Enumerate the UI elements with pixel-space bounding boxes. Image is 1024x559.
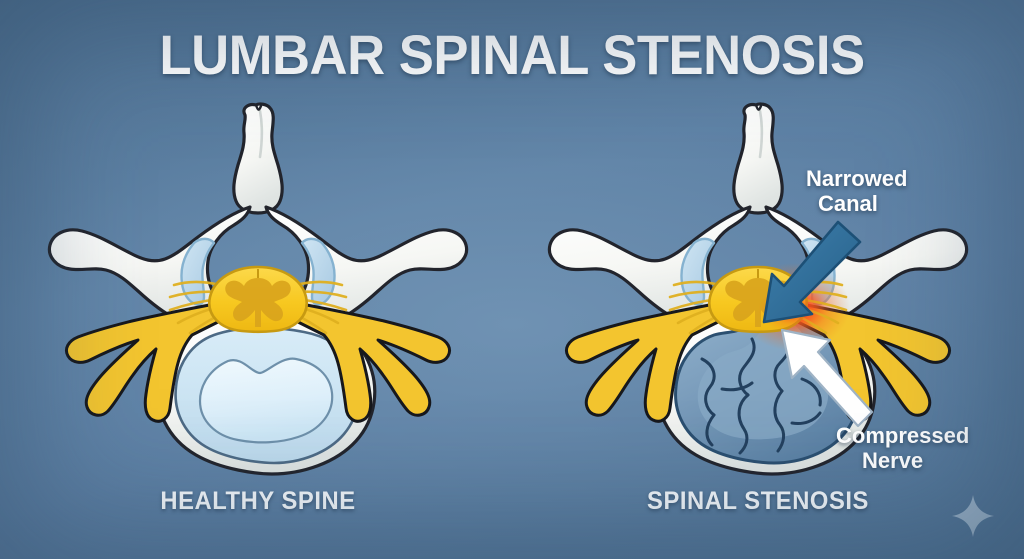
- sparkle-icon: [952, 495, 994, 537]
- healthy-disc-nucleus: [198, 357, 334, 444]
- callout-compressed-line2: Nerve: [862, 448, 924, 474]
- callout-narrowed-line2: Canal: [818, 191, 878, 217]
- stenosis-spinal-cord: [668, 265, 848, 335]
- degenerated-disc-core: [697, 326, 829, 440]
- caption-healthy-spine: HEALTHY SPINE: [160, 487, 356, 515]
- healthy-disc: [174, 326, 360, 465]
- healthy-spinal-cord: [168, 265, 348, 335]
- callout-narrowed-canal: Narrowed Canal: [806, 166, 907, 216]
- disc-fissures: [700, 331, 822, 455]
- compressed-nerve-arrow: [780, 328, 874, 428]
- callout-narrowed-line1: Narrowed: [806, 166, 908, 191]
- stenosis-vertebra-figure: [547, 102, 969, 476]
- page-title: LUMBAR SPINAL STENOSIS: [159, 23, 865, 86]
- callout-compressed-line1: Compressed: [836, 423, 970, 448]
- callout-compressed-nerve: Compressed Nerve: [836, 423, 969, 473]
- caption-spinal-stenosis: SPINAL STENOSIS: [647, 487, 869, 515]
- inflammation-glow: [738, 263, 850, 351]
- compression-point: [758, 285, 826, 333]
- disc-bulge-highlight: [774, 317, 806, 341]
- stenosis-bone: [547, 102, 969, 476]
- healthy-bone: [47, 102, 469, 476]
- stenosis-nerve-roots: [564, 301, 952, 423]
- degenerated-disc: [674, 307, 860, 465]
- healthy-vertebra-figure: [47, 102, 469, 476]
- healthy-nerve-roots: [64, 301, 452, 423]
- narrowed-canal-arrow: [762, 220, 862, 324]
